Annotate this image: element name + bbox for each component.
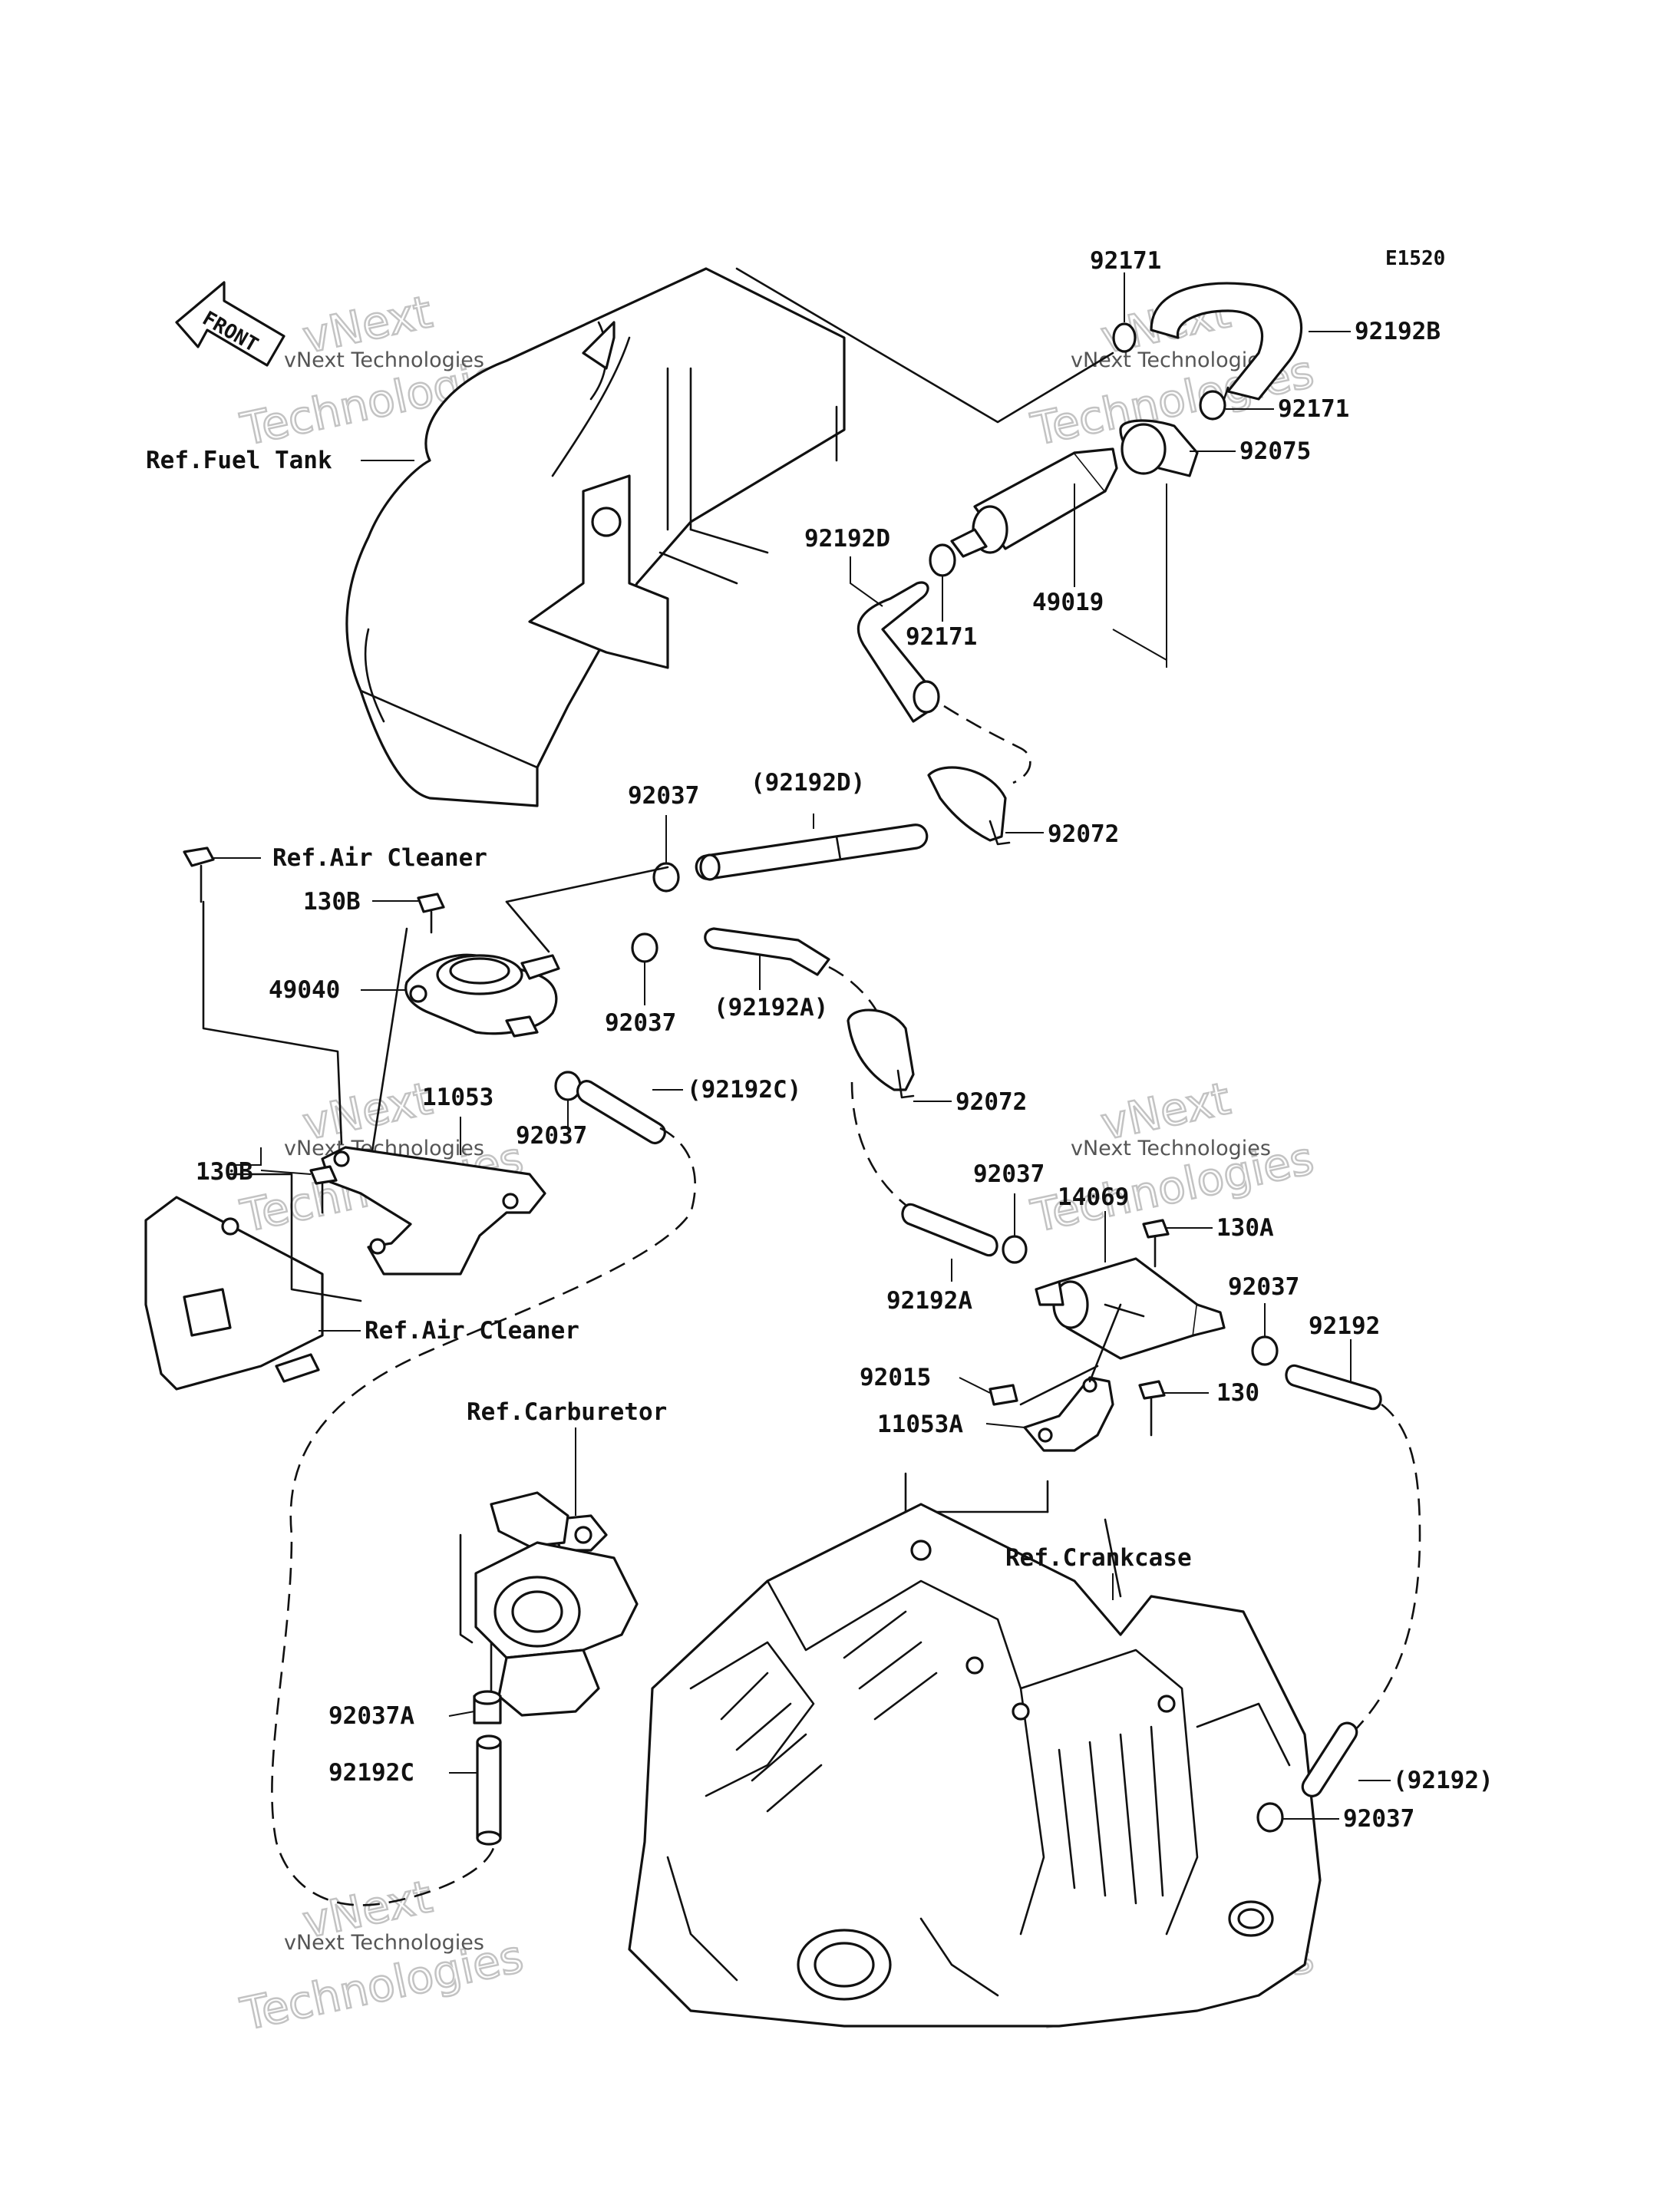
label-92072-top: 92072	[1048, 820, 1119, 848]
svg-text:vNext Technologies: vNext Technologies	[284, 348, 484, 372]
label-49040: 49040	[269, 976, 340, 1004]
label-92192C-paren: (92192C)	[687, 1076, 801, 1104]
label-92075: 92075	[1239, 437, 1311, 465]
hose-92192D-drawing	[857, 581, 940, 723]
fuel-tank-drawing	[345, 267, 1114, 807]
diagram-code: E1520	[1385, 247, 1445, 270]
hose-92192C-upper-drawing	[576, 1080, 666, 1145]
carburetor-drawing	[459, 1491, 639, 1717]
label-92192D: 92192D	[804, 525, 890, 553]
label-11053A: 11053A	[877, 1411, 963, 1438]
pump-leader-line	[505, 866, 669, 903]
bracket-11053-drawing	[321, 1146, 546, 1276]
bolt-130B-bottom-drawing	[309, 1165, 338, 1214]
label-14069: 14069	[1058, 1183, 1129, 1211]
clamp-92037-b-drawing	[631, 932, 658, 963]
hose-route-dashed-far-right	[1350, 1403, 1421, 1735]
hose-route-dashed-right	[850, 1081, 906, 1206]
clamp-92037A-drawing	[473, 1690, 502, 1724]
label-130B-bottom: 130B	[196, 1158, 253, 1186]
label-92037-a: 92037	[628, 782, 699, 810]
fuel-filter-14069-drawing	[1035, 1257, 1226, 1360]
band-92072-mid-drawing	[847, 1008, 915, 1099]
label-92037-e: 92037	[1228, 1273, 1299, 1301]
front-direction-arrow-icon: FRONT	[175, 281, 286, 367]
hose-92192B-drawing	[1150, 282, 1303, 401]
hose-route-dashed-top	[943, 705, 1031, 784]
label-92171-right: 92171	[1278, 395, 1349, 423]
watermark-mid-right: vNext Technologies vNext Technologies	[1026, 1071, 1319, 1243]
label-ref-air-cleaner-top: Ref.Air Cleaner	[272, 844, 487, 872]
label-92192: 92192	[1309, 1312, 1380, 1340]
label-92171-top: 92171	[1090, 247, 1161, 275]
label-ref-air-cleaner-bottom: Ref.Air Cleaner	[365, 1317, 579, 1345]
label-130B-top: 130B	[303, 888, 361, 916]
svg-text:vNext Technologies: vNext Technologies	[1071, 1137, 1271, 1160]
hose-92192C-lower-drawing	[476, 1734, 502, 1846]
bolt-130B-top-drawing	[417, 893, 445, 934]
label-92192B: 92192B	[1355, 318, 1441, 345]
bolt-130A-drawing	[1142, 1219, 1170, 1268]
air-cleaner-bottom-drawing	[144, 1196, 324, 1391]
label-92192-paren: (92192)	[1393, 1767, 1494, 1794]
label-92192D-paren: (92192D)	[751, 769, 865, 797]
label-92015: 92015	[860, 1364, 931, 1391]
clamp-92037-c-drawing	[554, 1071, 582, 1101]
clamp-92037-f-drawing	[1256, 1802, 1284, 1833]
label-11053: 11053	[422, 1084, 493, 1111]
label-92192C: 92192C	[328, 1759, 414, 1787]
hose-92192A-upper-drawing	[704, 927, 830, 976]
leader-lines	[213, 272, 1391, 1820]
label-92192A: 92192A	[886, 1287, 972, 1315]
label-92171-mid: 92171	[906, 623, 977, 651]
crankcase-drawing	[628, 1503, 1322, 2028]
label-92037A: 92037A	[328, 1702, 414, 1730]
svg-text:vNext Technologies: vNext Technologies	[284, 1931, 484, 1955]
clamp-92171-top-drawing	[1112, 322, 1226, 421]
label-92192A-paren: (92192A)	[714, 994, 828, 1021]
nut-92015-drawing	[989, 1384, 1018, 1406]
holder-92075-drawing	[1119, 419, 1199, 477]
bolt-130-drawing	[1138, 1380, 1166, 1437]
label-130: 130	[1216, 1379, 1259, 1407]
label-ref-fuel-tank: Ref.Fuel Tank	[146, 447, 332, 474]
hose-92192-lower-drawing	[1301, 1721, 1358, 1797]
hose-92192A-lower-drawing	[901, 1203, 998, 1257]
watermark-bottom-left: vNext Technologies vNext Technologies	[236, 1870, 529, 2041]
hose-92192D-straight-drawing	[695, 823, 929, 881]
fuel-pump-49040-drawing	[404, 953, 560, 1038]
label-92037-c: 92037	[516, 1122, 587, 1150]
clamp-92037-e-drawing	[1251, 1335, 1279, 1366]
clamp-92037-d-drawing	[1002, 1235, 1028, 1264]
label-92037-f: 92037	[1343, 1805, 1414, 1833]
hose-route-dashed-left	[271, 1127, 697, 1906]
clamp-92171-mid-drawing	[929, 543, 956, 577]
fuel-filter-49019-drawing	[950, 447, 1118, 558]
bolt-air-cleaner-drawing	[183, 847, 215, 903]
label-49019: 49019	[1032, 589, 1104, 616]
svg-text:vNext Technologies: vNext Technologies	[1071, 348, 1271, 372]
label-130A: 130A	[1216, 1214, 1274, 1242]
label-ref-crankcase: Ref.Crankcase	[1005, 1544, 1192, 1572]
label-92037-b: 92037	[605, 1009, 676, 1037]
label-92037-d: 92037	[973, 1160, 1045, 1188]
part-labels: 92171 92192B 92171 92075 Ref.Fuel Tank 9…	[146, 247, 1494, 1833]
bracket-11053A-drawing	[1023, 1376, 1114, 1452]
band-92072-top-drawing	[927, 766, 1011, 846]
hose-92192-drawing	[1285, 1364, 1382, 1411]
label-92072-mid: 92072	[956, 1088, 1027, 1116]
label-ref-carburetor: Ref.Carburetor	[467, 1398, 667, 1426]
